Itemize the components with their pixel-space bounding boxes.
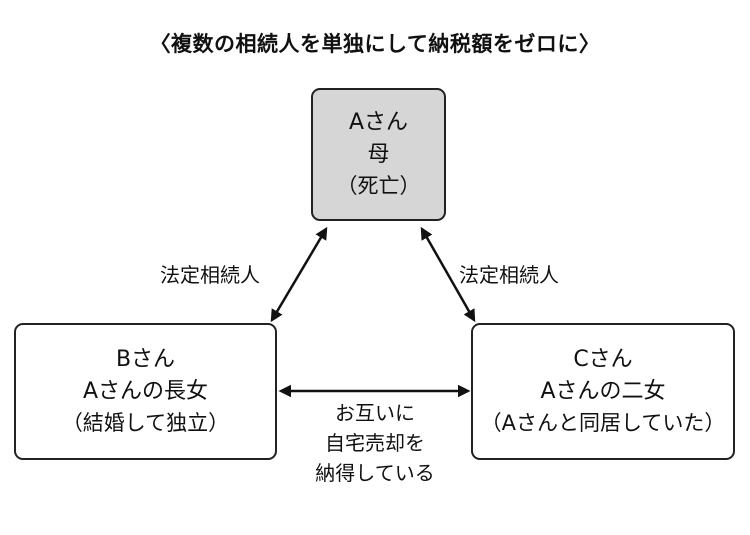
edge-label-right: 法定相続人 <box>459 263 559 287</box>
node-c-role: Aさんの二女 <box>540 379 666 405</box>
node-b-note: （結婚して独立） <box>61 411 230 436</box>
arrow-a-to-b <box>270 226 328 323</box>
node-b-role: Aさんの長女 <box>82 379 209 405</box>
node-b-name: Bさん <box>115 347 176 373</box>
middle-note-line-1: お互いに <box>335 401 415 425</box>
node-c-second-daughter: Cさん Aさんの二女 （Aさんと同居していた） <box>471 323 735 460</box>
node-c-note: （Aさんと同居していた） <box>480 411 726 436</box>
node-b-eldest-daughter: Bさん Aさんの長女 （結婚して独立） <box>14 323 277 460</box>
node-a-name: Aさん <box>348 110 409 136</box>
middle-note-line-2: 自宅売却を <box>325 431 425 455</box>
node-a-role: 母 <box>367 142 390 168</box>
middle-note: お互いに 自宅売却を 納得している <box>300 398 450 488</box>
node-a-mother: Aさん 母 （死亡） <box>311 88 446 221</box>
middle-note-line-3: 納得している <box>315 461 435 485</box>
edge-label-left: 法定相続人 <box>160 263 260 287</box>
diagram-title: 〈複数の相続人を単独にして納税額をゼロに〉 <box>149 32 601 56</box>
arrow-a-to-c <box>420 226 476 323</box>
node-a-note: （死亡） <box>336 174 421 199</box>
node-c-name: Cさん <box>573 347 633 373</box>
